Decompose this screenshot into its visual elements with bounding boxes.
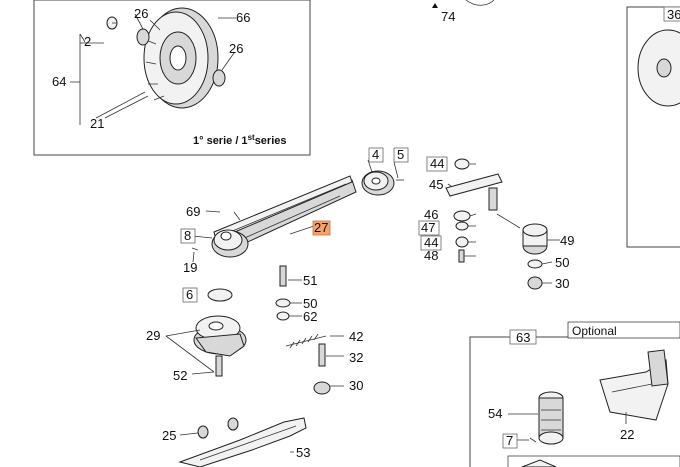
label-27: 27 bbox=[314, 220, 328, 235]
bushing-26b-drawing bbox=[212, 69, 226, 87]
label-30a: 30 bbox=[555, 276, 569, 291]
label-26b: 26 bbox=[229, 41, 243, 56]
label-47: 47 bbox=[421, 220, 435, 235]
label-53: 53 bbox=[296, 445, 310, 460]
label-63: 63 bbox=[516, 330, 530, 345]
highlight-27 bbox=[312, 220, 331, 236]
label-46: 46 bbox=[424, 207, 438, 222]
washer-46-drawing bbox=[453, 210, 471, 222]
washer-50a-drawing bbox=[527, 259, 543, 269]
arrow-74-icon bbox=[432, 3, 438, 8]
label-64: 64 bbox=[52, 74, 66, 89]
label-44b: 44 bbox=[424, 235, 438, 250]
label-30b: 30 bbox=[349, 378, 363, 393]
label-69: 69 bbox=[186, 204, 200, 219]
label-66: 66 bbox=[236, 10, 250, 25]
blade-53-drawing bbox=[178, 417, 307, 467]
washer-6-drawing bbox=[207, 288, 233, 302]
bushing-49-drawing bbox=[522, 223, 548, 255]
label-42: 42 bbox=[349, 329, 363, 344]
bolt-48-drawing bbox=[458, 249, 465, 263]
label-25: 25 bbox=[162, 428, 176, 443]
washer-47-drawing bbox=[455, 221, 469, 231]
label-7: 7 bbox=[506, 433, 513, 448]
part-74-drawing bbox=[465, 0, 495, 6]
pin-69-drawing bbox=[205, 210, 221, 213]
label-45: 45 bbox=[429, 177, 443, 192]
inset-caption: 1° serie / 1stseries bbox=[193, 133, 287, 148]
label-26a: 26 bbox=[134, 6, 148, 21]
label-32: 32 bbox=[349, 350, 363, 365]
nut-30b-drawing bbox=[313, 381, 331, 395]
label-74: 74 bbox=[441, 9, 455, 24]
optional-label: Optional bbox=[572, 324, 617, 338]
label-29: 29 bbox=[146, 328, 160, 343]
pulley-disc-drawing bbox=[637, 29, 680, 107]
label-21: 21 bbox=[90, 116, 104, 131]
clutch-29-drawing bbox=[193, 315, 247, 357]
bolt-25b-drawing bbox=[227, 417, 239, 431]
label-52: 52 bbox=[173, 368, 187, 383]
pin-7-drawing bbox=[529, 437, 537, 443]
label-50b: 50 bbox=[303, 296, 317, 311]
label-54: 54 bbox=[488, 406, 502, 421]
bolt-32-drawing bbox=[318, 343, 326, 367]
pulley-4-drawing bbox=[361, 170, 395, 196]
pin-19-drawing bbox=[191, 247, 199, 251]
tensioner-pulley-8-drawing bbox=[211, 229, 249, 258]
label-22: 22 bbox=[620, 427, 634, 442]
nut-44b-drawing bbox=[455, 236, 469, 248]
label-8: 8 bbox=[184, 228, 191, 243]
label-36: 36 bbox=[667, 7, 680, 22]
spring-62-drawing bbox=[276, 311, 290, 321]
label-50a: 50 bbox=[555, 255, 569, 270]
mulching-plug-22-drawing bbox=[599, 349, 669, 421]
label-62: 62 bbox=[303, 309, 317, 324]
bolt-25a-drawing bbox=[197, 425, 209, 439]
label-48: 48 bbox=[424, 248, 438, 263]
lower-part-frame bbox=[507, 455, 680, 467]
label-5: 5 bbox=[397, 147, 404, 162]
bolt-51-drawing bbox=[279, 265, 287, 287]
wheel-drawing bbox=[143, 7, 219, 109]
nut-30a-drawing bbox=[527, 276, 543, 290]
arm-45-drawing bbox=[445, 173, 503, 211]
plug-54-drawing bbox=[538, 391, 564, 445]
label-4: 4 bbox=[372, 147, 379, 162]
bushing-26a-drawing bbox=[136, 28, 150, 46]
nut-44a-drawing bbox=[454, 158, 470, 170]
spring-42-drawing bbox=[285, 333, 327, 349]
label-6: 6 bbox=[186, 287, 193, 302]
label-49: 49 bbox=[560, 233, 574, 248]
bolt-52-drawing bbox=[215, 355, 223, 377]
label-44a: 44 bbox=[430, 156, 444, 171]
washer-50b-drawing bbox=[275, 298, 291, 308]
label-2: 2 bbox=[84, 34, 91, 49]
label-19: 19 bbox=[183, 260, 197, 275]
label-51: 51 bbox=[303, 273, 317, 288]
